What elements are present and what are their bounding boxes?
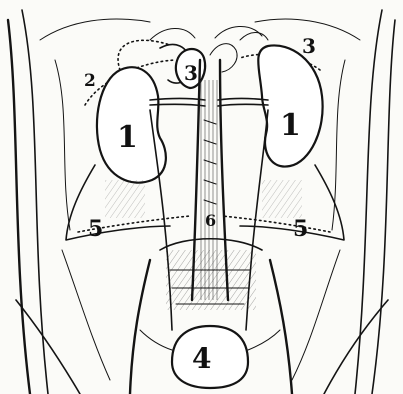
label-kidney-right: 1 [280,108,301,143]
label-3-left: 3 [184,61,198,85]
label-5-right: 5 [293,216,308,242]
label-5-left: 5 [88,216,103,242]
label-4: 4 [192,342,211,375]
label-3-right: 3 [302,34,316,58]
label-2: 2 [84,71,96,91]
label-6: 6 [205,211,216,230]
right-kidney-shape [258,45,322,166]
label-kidney-left: 1 [117,120,138,155]
